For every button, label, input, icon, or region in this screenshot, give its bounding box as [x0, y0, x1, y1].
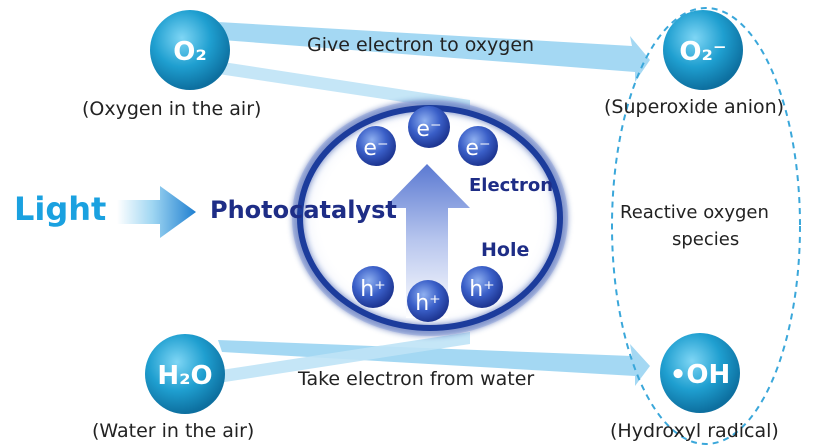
svg-text:•OH: •OH — [670, 360, 730, 390]
hydroxyl-molecule: •OH — [660, 333, 740, 413]
svg-text:h⁺: h⁺ — [360, 277, 386, 302]
svg-text:O₂⁻: O₂⁻ — [679, 37, 726, 67]
arrow-band-top-down — [205, 60, 470, 112]
svg-text:h⁺: h⁺ — [469, 277, 495, 302]
bottom-crossing-arrows — [208, 332, 650, 386]
light-arrow — [117, 186, 196, 238]
superoxide-caption: (Superoxide anion) — [604, 96, 785, 118]
water-caption: (Water in the air) — [92, 420, 255, 442]
arrow-band-bottom-up — [208, 332, 470, 384]
hole-particle-center: h⁺ — [407, 280, 449, 322]
svg-text:H₂O: H₂O — [157, 361, 212, 391]
electron-particle-center: e⁻ — [408, 106, 450, 148]
svg-text:e⁻: e⁻ — [416, 117, 441, 142]
hole-label: Hole — [481, 239, 530, 261]
excitation-up-arrow — [384, 164, 470, 318]
reactive-species-outline — [611, 7, 801, 445]
svg-text:O₂: O₂ — [173, 37, 207, 67]
superoxide-molecule: O₂⁻ — [663, 10, 743, 90]
light-label: Light — [14, 190, 107, 228]
photocatalyst-label: Photocatalyst — [210, 196, 397, 224]
hydroxyl-caption: (Hydroxyl radical) — [610, 420, 779, 442]
electron-label: Electron — [469, 175, 554, 196]
arrow-water-to-hydroxyl — [218, 340, 650, 386]
hole-particle-left: h⁺ — [352, 266, 394, 308]
hole-particle-right: h⁺ — [461, 266, 503, 308]
arrow-oxygen-to-superoxide — [218, 22, 650, 82]
top-arrow-label: Give electron to oxygen — [307, 34, 535, 56]
svg-text:h⁺: h⁺ — [415, 291, 441, 316]
reactive-species-label-line1: Reactive oxygen — [620, 202, 769, 223]
electron-particle-right: e⁻ — [458, 126, 498, 166]
oxygen-molecule: O₂ — [150, 10, 230, 90]
oxygen-caption: (Oxygen in the air) — [82, 98, 262, 120]
electron-particle-left: e⁻ — [356, 126, 396, 166]
top-crossing-arrows — [205, 22, 650, 112]
svg-text:e⁻: e⁻ — [465, 136, 490, 161]
svg-text:e⁻: e⁻ — [363, 136, 388, 161]
water-molecule: H₂O — [145, 334, 225, 414]
bottom-arrow-label: Take electron from water — [298, 368, 535, 390]
reactive-species-label-line2: species — [672, 229, 740, 250]
